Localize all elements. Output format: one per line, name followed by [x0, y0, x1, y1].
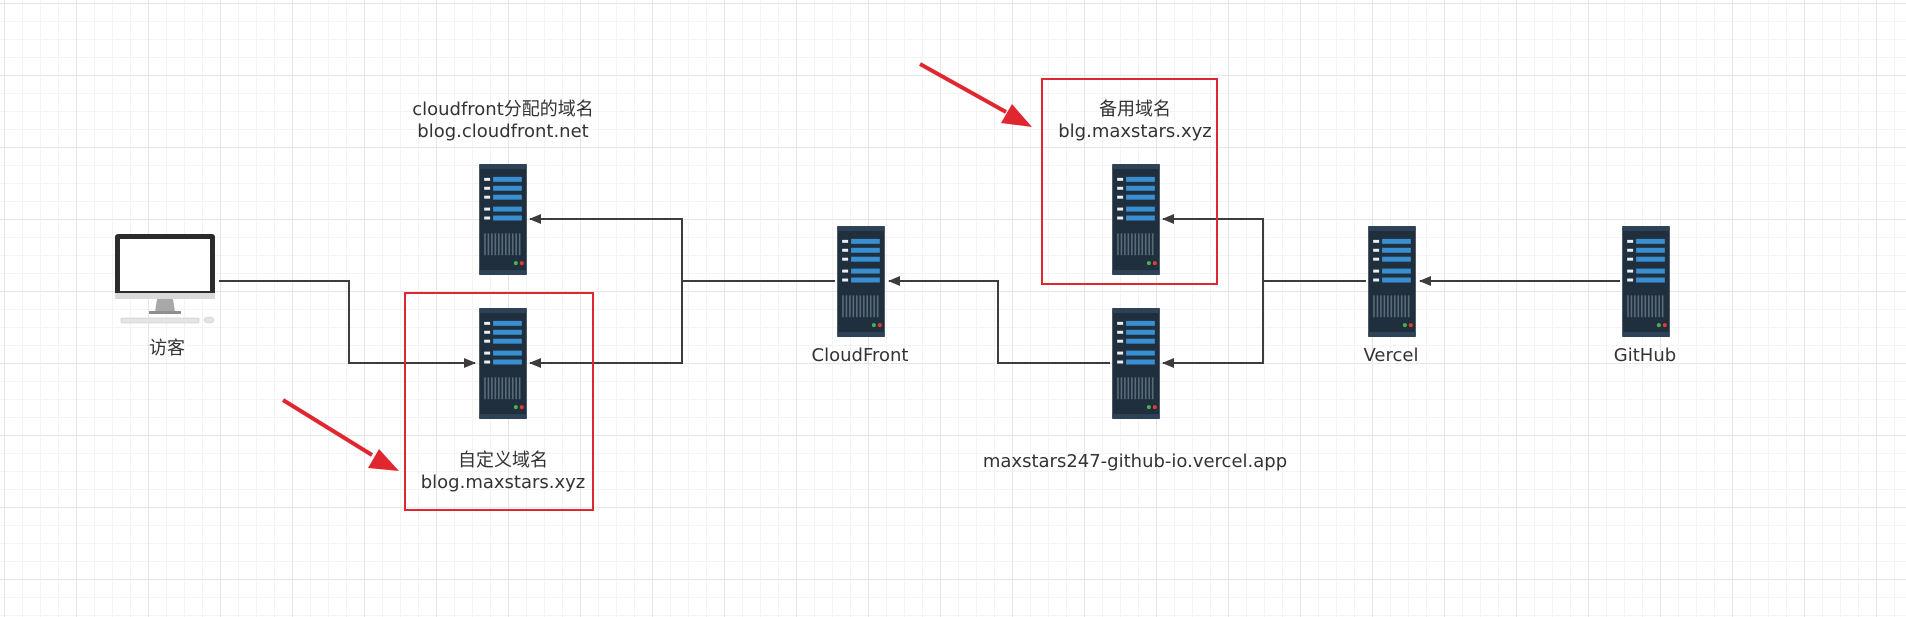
cloudfront-domain-label: cloudfront分配的域名 blog.cloudfront.net — [412, 99, 594, 143]
vercel-label: Vercel — [1363, 345, 1419, 366]
visitor-label: 访客 — [149, 338, 185, 359]
server-icon — [1368, 226, 1416, 337]
custom-domain-label: 自定义域名 blog.maxstars.xyz — [421, 450, 586, 494]
red-arrow-to-custom-domain — [281, 398, 399, 471]
connector-vercel-to-vercel-app — [1162, 281, 1264, 368]
backup-domain-highlight-box — [1041, 78, 1218, 285]
red-arrow-to-backup-domain — [919, 62, 1032, 127]
github-label: GitHub — [1613, 345, 1677, 366]
cloudfront-label: CloudFront — [811, 345, 909, 366]
backup-domain-title: 备用域名 — [1098, 99, 1171, 120]
custom-domain-host: blog.maxstars.xyz — [420, 472, 586, 493]
custom-domain-highlight-box — [404, 292, 594, 511]
vercel-app-label: maxstars247-github-io.vercel.app — [982, 451, 1288, 472]
connector-vercel-to-backup-domain — [1162, 214, 1366, 282]
desktop-computer-icon — [114, 233, 216, 324]
connector-cloudfront-to-cf-domain — [529, 214, 835, 282]
cloudfront-domain-title: cloudfront分配的域名 — [412, 99, 594, 120]
connector-visitor-to-custom-domain — [219, 280, 476, 368]
server-icon — [1112, 308, 1160, 419]
connector-vercel-app-to-cloudfront — [888, 276, 1110, 364]
connector-cloudfront-to-custom-domain — [529, 281, 683, 368]
server-icon — [837, 226, 885, 337]
server-icon — [479, 164, 527, 275]
custom-domain-title: 自定义域名 — [458, 450, 548, 471]
cloudfront-domain-host: blog.cloudfront.net — [417, 121, 589, 142]
server-icon — [1622, 226, 1670, 337]
backup-domain-label: 备用域名 blg.maxstars.xyz — [1058, 99, 1212, 143]
backup-domain-host: blg.maxstars.xyz — [1058, 121, 1212, 142]
